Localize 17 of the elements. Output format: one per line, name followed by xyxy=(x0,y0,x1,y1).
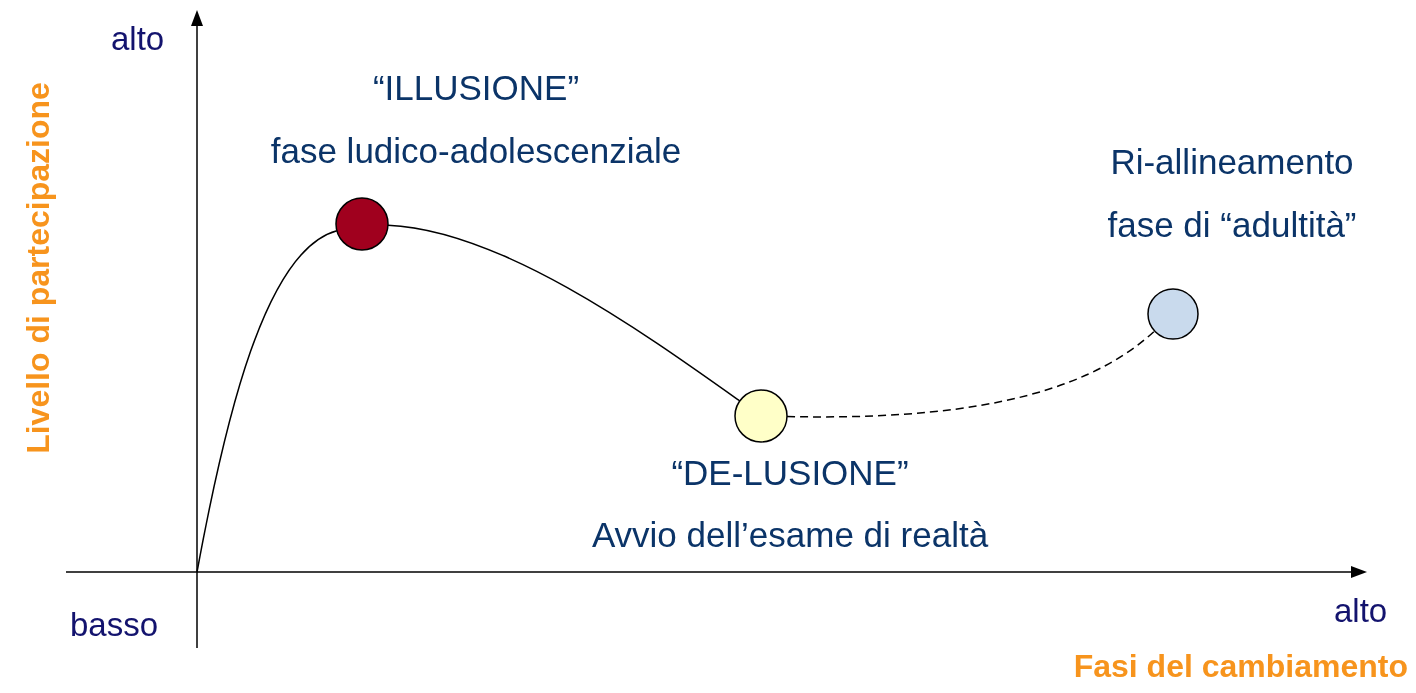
stage-circle xyxy=(1147,288,1199,340)
axis-tick-label: alto xyxy=(1334,594,1388,627)
stage-description: fase ludico-adolescenziale xyxy=(270,133,682,168)
axis-title: Livello di partecipazione xyxy=(22,82,54,454)
curve xyxy=(196,230,338,573)
curve xyxy=(387,224,741,402)
axis-title: Fasi del cambiamento xyxy=(1073,650,1408,682)
stage-description: Avvio dell’esame di realtà xyxy=(591,517,989,552)
stage-description: fase di “adultità” xyxy=(1107,207,1357,242)
axis-tick-label: alto xyxy=(111,22,165,55)
stage-title: “ILLUSIONE” xyxy=(372,70,580,105)
axis-tick-label: basso xyxy=(70,608,159,641)
stage-title: Ri-allineamento xyxy=(1110,144,1354,179)
stage-circle xyxy=(734,389,788,443)
dashed-curve xyxy=(786,330,1156,418)
stage-title: “DE-LUSIONE” xyxy=(671,455,909,490)
stage-circle xyxy=(335,197,389,251)
